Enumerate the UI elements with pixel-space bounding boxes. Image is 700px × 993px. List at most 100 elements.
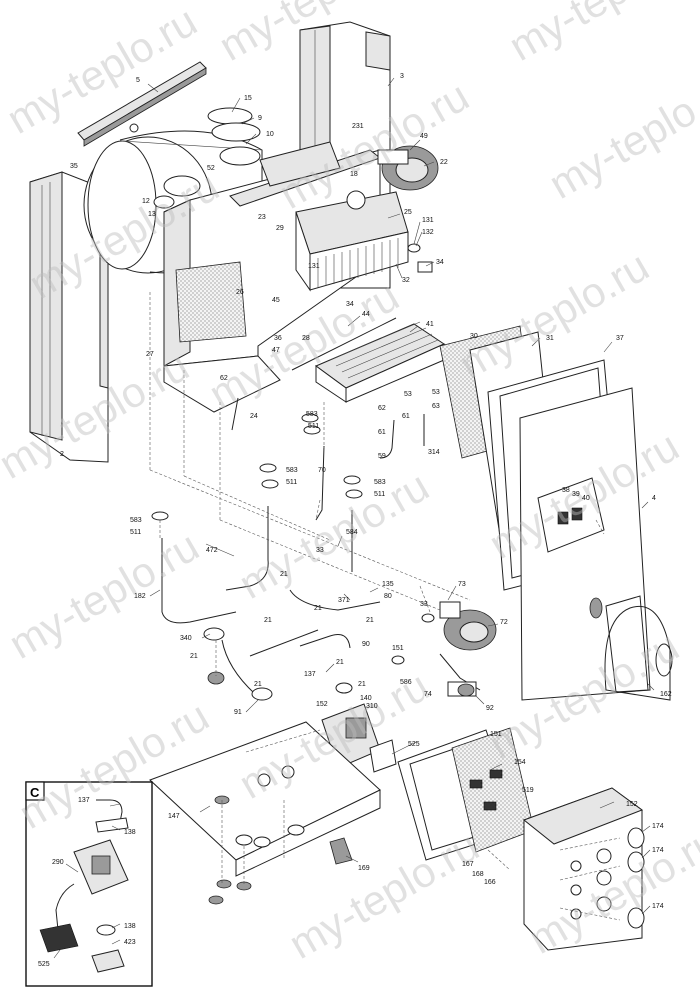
part-label-5: 5 [136,77,140,84]
part-label-40: 40 [582,495,590,502]
part-label-80: 80 [384,593,392,600]
part-label-314: 314 [428,449,440,456]
part-label-511d: 511 [130,529,141,536]
part-label-12: 12 [142,198,150,205]
part-label-35: 35 [70,163,78,170]
part-label-174b: 174 [652,847,664,854]
part-label-38: 38 [562,487,570,494]
part-label-519: 519 [522,787,534,794]
part-label-33b: 33 [420,601,428,608]
control-box [522,787,644,951]
part-label-59: 59 [378,453,386,460]
part-label-49: 49 [420,133,428,140]
part-label-91: 91 [234,709,242,716]
part-label-583b: 583 [286,467,298,474]
part-label-74: 74 [424,691,432,698]
part-label-15: 15 [244,95,252,102]
part-label-174c: 174 [652,903,664,910]
watermark-text: my-teplo.ru [501,0,700,70]
display-detail [537,477,605,553]
part-label-72: 72 [500,619,508,626]
part-label-152b: 152 [626,801,638,808]
part-label-151: 151 [392,645,404,652]
part-label-62b: 62 [378,405,386,412]
part-label-25: 25 [404,209,412,216]
part-label-135: 135 [382,581,394,588]
part-label-584: 584 [346,529,358,536]
knobs [627,827,645,929]
part-label-310: 310 [366,703,378,710]
part-label-140: 140 [360,695,372,702]
watermark-text: my-teplo.ru [541,62,700,208]
part-label-3: 3 [400,73,404,80]
part-label-586: 586 [400,679,412,686]
part-label-4: 4 [652,495,656,502]
part-label-174: 174 [652,823,664,830]
part-label-36: 36 [274,335,282,342]
part-label-167: 167 [462,861,474,868]
part-label-147: 147 [168,813,180,820]
part-label-21c: 21 [264,617,272,624]
part-label-131: 131 [422,217,434,224]
leader-lines [53,77,655,959]
part-label-154: 154 [514,759,526,766]
part-label-371: 371 [338,597,350,604]
part-label-61: 61 [402,413,410,420]
part-label-511c: 511 [374,491,385,498]
part-label-21e: 21 [190,653,198,660]
fan-assembly [377,145,439,191]
burner [291,317,446,403]
part-label-41: 41 [426,321,434,328]
part-label-13: 13 [148,211,156,218]
part-label-472: 472 [206,547,218,554]
left-side-panel [29,171,109,463]
part-label-151b: 151 [490,731,502,738]
part-label-2: 2 [60,451,64,458]
part-label-583d: 583 [130,517,142,524]
part-label-290: 290 [52,859,64,866]
circulation-pump [439,601,497,697]
part-label-39: 39 [572,491,580,498]
part-label-44: 44 [362,311,370,318]
part-label-583c: 583 [374,479,386,486]
heat-exchanger [295,190,409,292]
part-label-73: 73 [458,581,466,588]
inset-c [25,781,153,987]
part-label-63: 63 [432,403,440,410]
part-labels: C 5 15 9 10 3 231 49 22 35 52 18 12 13 2… [30,73,672,968]
part-label-423: 423 [124,939,136,946]
part-label-32: 32 [402,277,410,284]
part-label-53: 53 [404,391,412,398]
part-label-21: 21 [280,571,288,578]
part-label-24: 24 [250,413,258,420]
part-label-61b: 61 [378,429,386,436]
part-label-18: 18 [350,171,358,178]
part-label-511b: 511 [286,479,297,486]
part-label-62: 62 [220,375,228,382]
pipework [161,445,381,701]
part-label-132: 132 [422,229,434,236]
part-label-583: 583 [306,411,318,418]
part-label-26: 26 [236,289,244,296]
part-label-131b: 131 [308,263,320,270]
part-label-169: 169 [358,865,370,872]
part-label-30: 30 [470,333,478,340]
part-label-92: 92 [486,705,494,712]
part-label-52: 52 [207,165,215,172]
front-cover [519,387,673,701]
part-label-162: 162 [660,691,672,698]
watermark-text: my-teplo.ru [1,522,206,668]
part-label-47: 47 [272,347,280,354]
part-label-23: 23 [258,214,266,221]
part-label-29: 29 [276,225,284,232]
part-label-34b: 34 [346,301,354,308]
top-rail [77,61,207,147]
part-label-166: 166 [484,879,496,886]
part-label-21b: 21 [314,605,322,612]
inset-title: C [30,785,40,800]
part-label-33: 33 [316,547,324,554]
part-label-27: 27 [146,351,154,358]
part-label-45: 45 [272,297,280,304]
main-chassis [163,141,382,413]
bottom-plate [149,721,381,877]
